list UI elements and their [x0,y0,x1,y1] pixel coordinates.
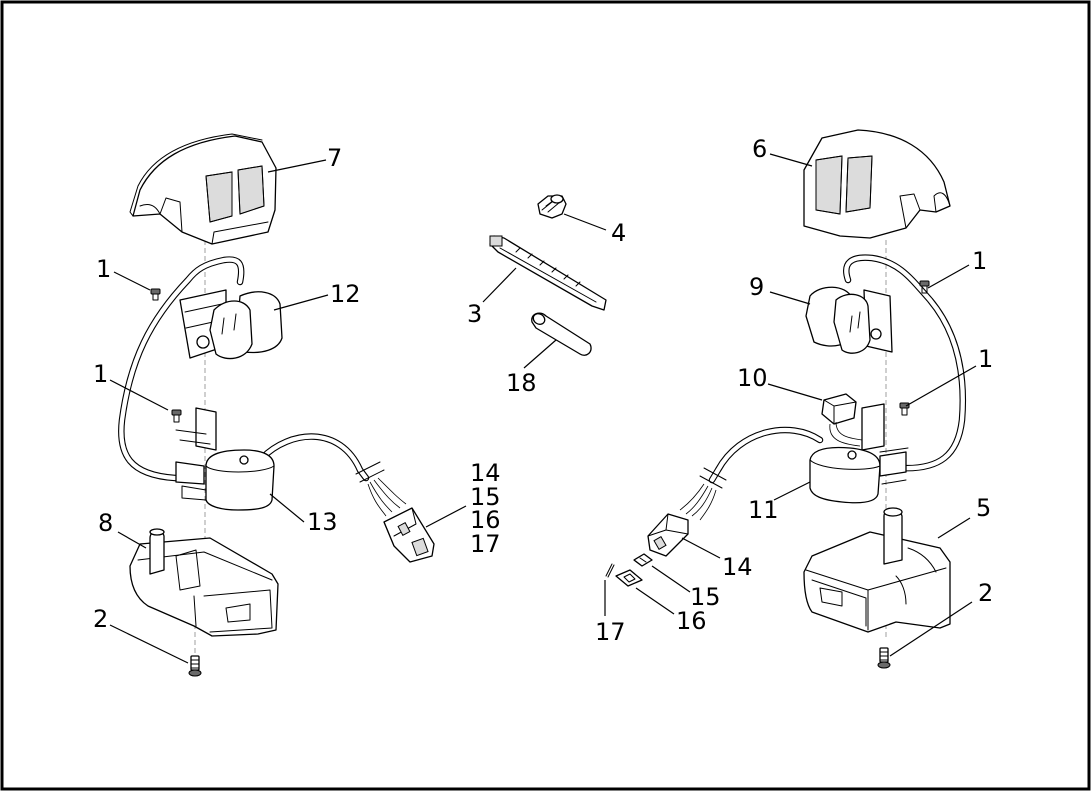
leader-lines [109,153,977,664]
right-switch-module [805,286,893,354]
callout-c12: 12 [330,280,361,308]
callout-c14b: 14 [722,553,753,581]
callout-c17a: 17 [470,530,501,558]
right-screw-upper [919,280,930,294]
leader-line-c14b [681,537,721,559]
callout-c1c: 1 [972,247,987,275]
callout-c15b: 15 [690,583,721,611]
leader-line-c4 [563,213,607,231]
left-switch-assembly [118,133,435,677]
leader-line-c12 [273,294,329,311]
left-upper-switch-housing [129,133,277,245]
callout-c16a: 16 [470,506,501,534]
center-parts [489,194,607,356]
leader-line-c11 [773,481,811,501]
callout-c2a: 2 [93,605,108,633]
callout-c10: 10 [737,364,768,392]
left-switch-module [179,289,283,360]
cable-clip [537,194,567,219]
right-plug-seal [633,553,653,567]
callout-c15a: 15 [470,483,501,511]
cable-tie [489,235,607,311]
leader-line-c1b [109,379,169,411]
leader-line-c1d [905,365,977,407]
leader-line-c5 [937,517,971,539]
callout-c1d: 1 [978,345,993,373]
left-lower-switch-housing [129,528,279,637]
right-lower-switch-housing [803,507,951,633]
leader-line-c1a [113,271,151,291]
callout-c8: 8 [98,509,113,537]
callout-c3: 3 [467,300,482,328]
left-screw-middle [171,409,182,423]
right-harness-connector [809,446,907,504]
callout-c14a: 14 [470,459,501,487]
callout-c4: 4 [611,219,626,247]
right-plug-gasket [615,569,643,587]
right-switch-assembly [605,129,967,669]
leader-line-c15a [425,505,467,528]
left-mounting-bracket [175,407,217,451]
leader-line-c10 [767,383,823,401]
leader-line-c16b [635,587,675,615]
callout-c1b: 1 [93,360,108,388]
callout-c9: 9 [749,273,764,301]
left-screw-upper [150,288,161,301]
left-harness-plug [383,507,435,563]
leader-line-c8 [117,531,147,549]
leader-line-c18 [523,339,557,369]
leader-line-c9 [769,291,811,305]
callout-c1a: 1 [96,255,111,283]
right-bottom-screw [877,647,891,669]
right-harness-plug [647,513,689,557]
right-upper-switch-housing [803,129,951,239]
callout-c13: 13 [307,508,338,536]
right-mounting-bracket [861,403,909,485]
leader-line-c15b [651,565,691,593]
right-screw-middle [899,402,910,416]
right-plug-terminal-pin [605,563,615,578]
callout-c2b: 2 [978,579,993,607]
leader-line-c3 [482,267,517,303]
right-switch-sensor [821,393,863,447]
leader-line-c2a [109,624,189,664]
leader-line-c7 [267,159,327,173]
callout-c6: 6 [752,135,767,163]
callout-c16b: 16 [676,607,707,635]
left-bottom-screw [188,655,202,677]
callout-c5: 5 [976,494,991,522]
left-harness-cable [118,256,407,517]
heat-shrink-sleeve [531,312,592,356]
left-harness-connector [175,449,275,511]
callout-c17b: 17 [595,618,626,646]
callout-c11: 11 [748,496,779,524]
callout-c7: 7 [327,144,342,172]
leader-line-c6 [769,153,813,167]
right-harness-cable [679,254,967,521]
callout-c18: 18 [506,369,537,397]
leader-line-c13 [269,493,305,523]
leader-line-c1c [927,264,970,289]
leader-line-c2b [889,601,973,657]
